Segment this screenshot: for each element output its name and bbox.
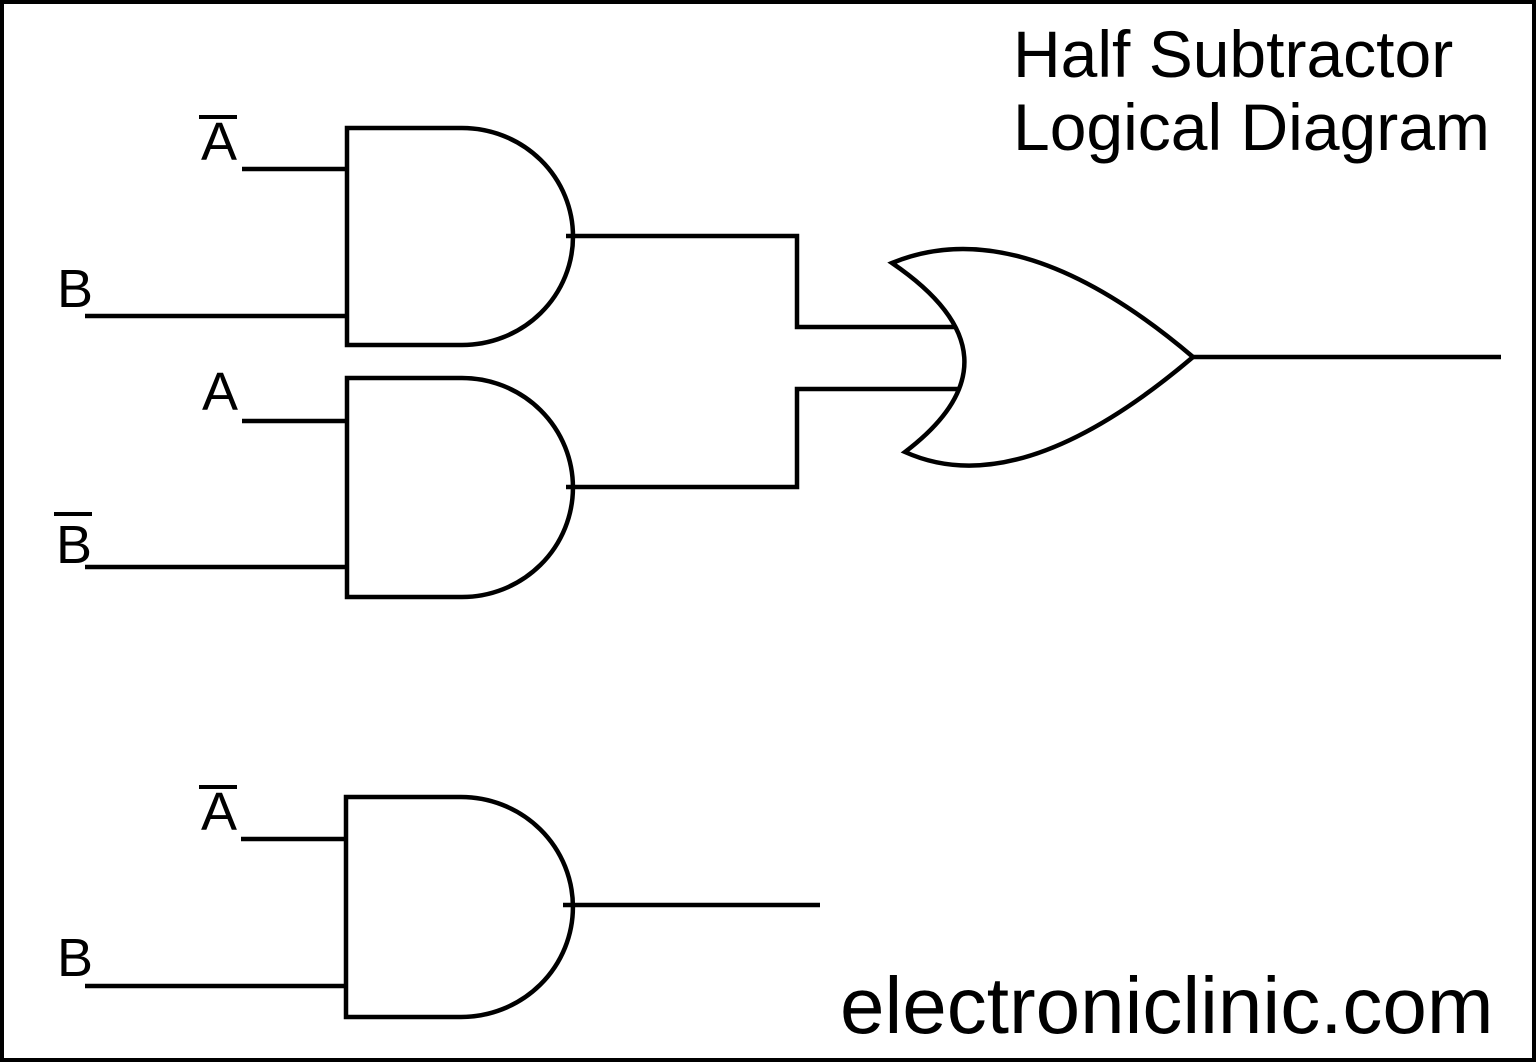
or-gate [887, 246, 1197, 468]
label-g1-input-bottom: B [57, 259, 93, 319]
label-g1-input-top: A [201, 112, 237, 172]
title-line-2: Logical Diagram [1013, 90, 1490, 164]
watermark-text: electroniclinic.com [840, 961, 1494, 1050]
label-g2-input-bottom: B [56, 515, 92, 575]
and-gate-2 [344, 375, 576, 600]
and-gate-1 [344, 125, 576, 348]
label-g3-input-top: A [201, 782, 237, 842]
wire-and1-to-or [566, 233, 985, 330]
wire-and2-to-or [566, 386, 985, 490]
label-g3-input-bottom: B [57, 928, 93, 988]
label-g2-input-top: A [202, 362, 238, 422]
and-gate-3 [343, 794, 576, 1020]
title-line-1: Half Subtractor [1013, 17, 1453, 91]
